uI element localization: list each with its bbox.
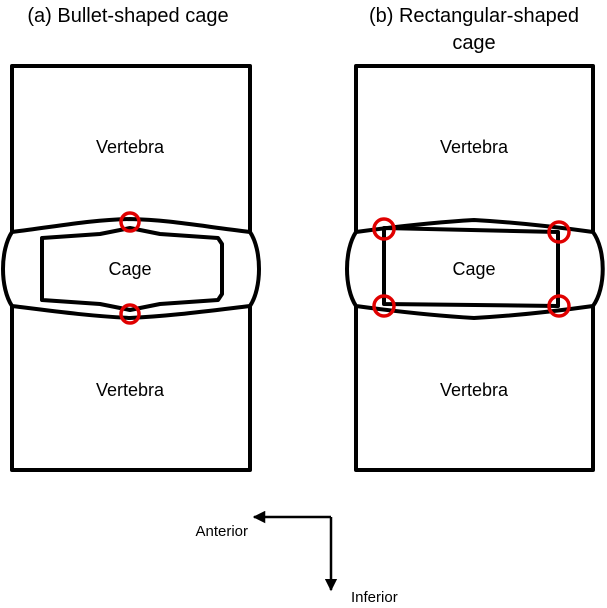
inferior-label: Inferior	[351, 589, 398, 606]
panel-b-contact-marker-top-left	[372, 217, 396, 241]
panel-b-lower-vertebra	[354, 306, 595, 472]
panel-a-lower-vertebra-label: Vertebra	[96, 380, 165, 400]
panel-a-contact-marker-bottom	[119, 303, 141, 325]
orientation-indicator: Anterior Inferior	[195, 510, 398, 606]
panel-a-cage-label: Cage	[108, 259, 151, 279]
panel-b-contact-marker-bottom-left	[372, 294, 396, 318]
panel-b-caption-line2: cage	[452, 32, 495, 54]
panel-b-upper-vertebra	[354, 64, 595, 232]
panel-a-contact-marker-top	[119, 211, 141, 233]
panel-a-caption: (a) Bullet-shaped cage	[27, 5, 228, 27]
panel-b-lower-vertebra-label: Vertebra	[440, 380, 509, 400]
panel-b-caption-line1: (b) Rectangular-shaped	[369, 5, 579, 27]
panel-a-upper-vertebra-label: Vertebra	[96, 137, 165, 157]
anterior-label: Anterior	[195, 523, 248, 540]
panel-b: (b) Rectangular-shaped cage Vertebra Cag…	[345, 5, 605, 472]
panel-b-cage-label: Cage	[452, 259, 495, 279]
panel-b-contact-marker-bottom-right	[547, 294, 571, 318]
panel-a-lower-vertebra	[10, 306, 252, 472]
panel-b-rectangular-cage	[382, 226, 560, 308]
panel-a: (a) Bullet-shaped cage Vertebra Cage Ver…	[1, 5, 261, 472]
panel-a-bullet-cage	[40, 226, 224, 312]
panel-a-upper-vertebra	[10, 64, 252, 232]
panel-b-contact-marker-top-right	[547, 220, 571, 244]
panel-b-upper-vertebra-label: Vertebra	[440, 137, 509, 157]
